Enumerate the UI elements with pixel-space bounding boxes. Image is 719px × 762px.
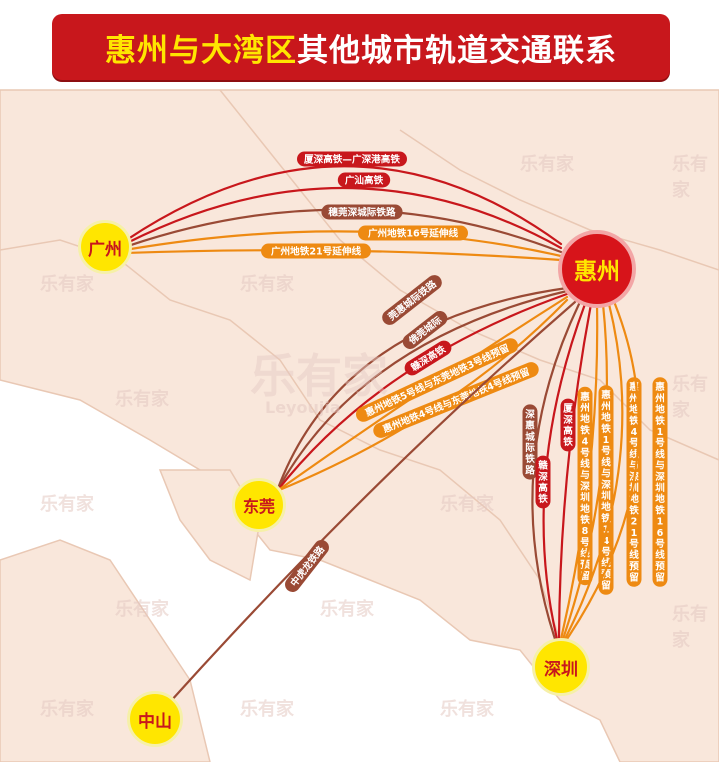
route-line-dg-hz xyxy=(275,286,569,493)
watermark: 乐有家 xyxy=(115,599,169,620)
route-label-gz-hz: 广州地铁21号延伸线 xyxy=(261,243,371,259)
admin-border xyxy=(399,129,719,271)
city-dongguan: 东莞 xyxy=(232,478,286,532)
route-line-gz-hz xyxy=(123,230,563,258)
route-line-sz-hz xyxy=(563,302,624,641)
svg-text:穗莞深城际铁路: 穗莞深城际铁路 xyxy=(327,207,396,219)
watermark: 乐有家 xyxy=(672,154,708,201)
watermark: 乐有家 xyxy=(320,599,374,620)
watermark: 乐有家 xyxy=(240,699,294,720)
route-line-gz-hz xyxy=(123,186,563,250)
city-zhongshan-label: 中山 xyxy=(138,711,172,732)
route-label-gz-hz: 广州地铁16号延伸线 xyxy=(358,225,468,241)
svg-text:深惠城际铁路: 深惠城际铁路 xyxy=(525,408,535,476)
svg-text:广汕高铁: 广汕高铁 xyxy=(345,175,384,187)
route-line-zs-hz xyxy=(168,300,577,704)
route-line-sz-hz xyxy=(557,302,593,641)
watermark-large: 乐有家 xyxy=(250,349,388,403)
svg-text:赣深高铁: 赣深高铁 xyxy=(538,460,548,506)
title-part2: 其他城市轨道交通联系 xyxy=(297,32,617,69)
route-label-gz-hz: 广汕高铁 xyxy=(337,172,391,188)
route-line-sz-hz xyxy=(565,302,640,641)
city-shenzhen: 深圳 xyxy=(532,638,590,696)
svg-text:厦深高铁: 厦深高铁 xyxy=(563,404,573,449)
watermark: 乐有家 xyxy=(40,699,94,720)
city-guangzhou-label: 广州 xyxy=(88,239,122,260)
title-banner: 惠州与大湾区 其他城市轨道交通联系 xyxy=(52,14,670,80)
svg-text:广州地铁21号延伸线: 广州地铁21号延伸线 xyxy=(271,246,362,258)
watermark: 乐有家 xyxy=(40,274,94,295)
route-label-gz-hz: 厦深高铁—广深港高铁 xyxy=(297,151,407,167)
city-huizhou: 惠州 xyxy=(558,230,636,308)
city-shenzhen-label: 深圳 xyxy=(544,659,578,680)
route-line-dg-hz xyxy=(275,289,569,493)
city-huizhou-label: 惠州 xyxy=(574,259,620,285)
watermark: 乐有家 xyxy=(672,374,708,421)
watermark-sub: Leyoujia xyxy=(265,398,341,417)
route-line-dg-hz xyxy=(275,292,569,493)
route-label-sz-hz: 深惠城际铁路 xyxy=(522,404,538,480)
watermark: 乐有家 xyxy=(440,494,494,515)
title-part1: 惠州与大湾区 xyxy=(105,32,297,69)
watermark: 乐有家 xyxy=(40,494,94,515)
watermark: 乐有家 xyxy=(440,699,494,720)
watermark: 乐有家 xyxy=(672,604,708,651)
watermark: 乐有家 xyxy=(240,274,294,295)
watermark: 乐有家 xyxy=(520,154,574,175)
city-dongguan-label: 东莞 xyxy=(242,497,275,516)
city-zhongshan: 中山 xyxy=(127,691,183,747)
city-guangzhou: 广州 xyxy=(78,220,132,274)
route-label-sz-hz: 赣深高铁 xyxy=(535,455,551,509)
route-label-gz-hz: 穗莞深城际铁路 xyxy=(321,204,403,220)
svg-text:广州地铁16号延伸线: 广州地铁16号延伸线 xyxy=(368,228,459,240)
svg-text:厦深高铁—广深港高铁: 厦深高铁—广深港高铁 xyxy=(304,154,400,166)
route-label-sz-hz: 厦深高铁 xyxy=(560,398,576,452)
admin-border xyxy=(219,89,719,461)
watermark: 乐有家 xyxy=(115,389,169,410)
